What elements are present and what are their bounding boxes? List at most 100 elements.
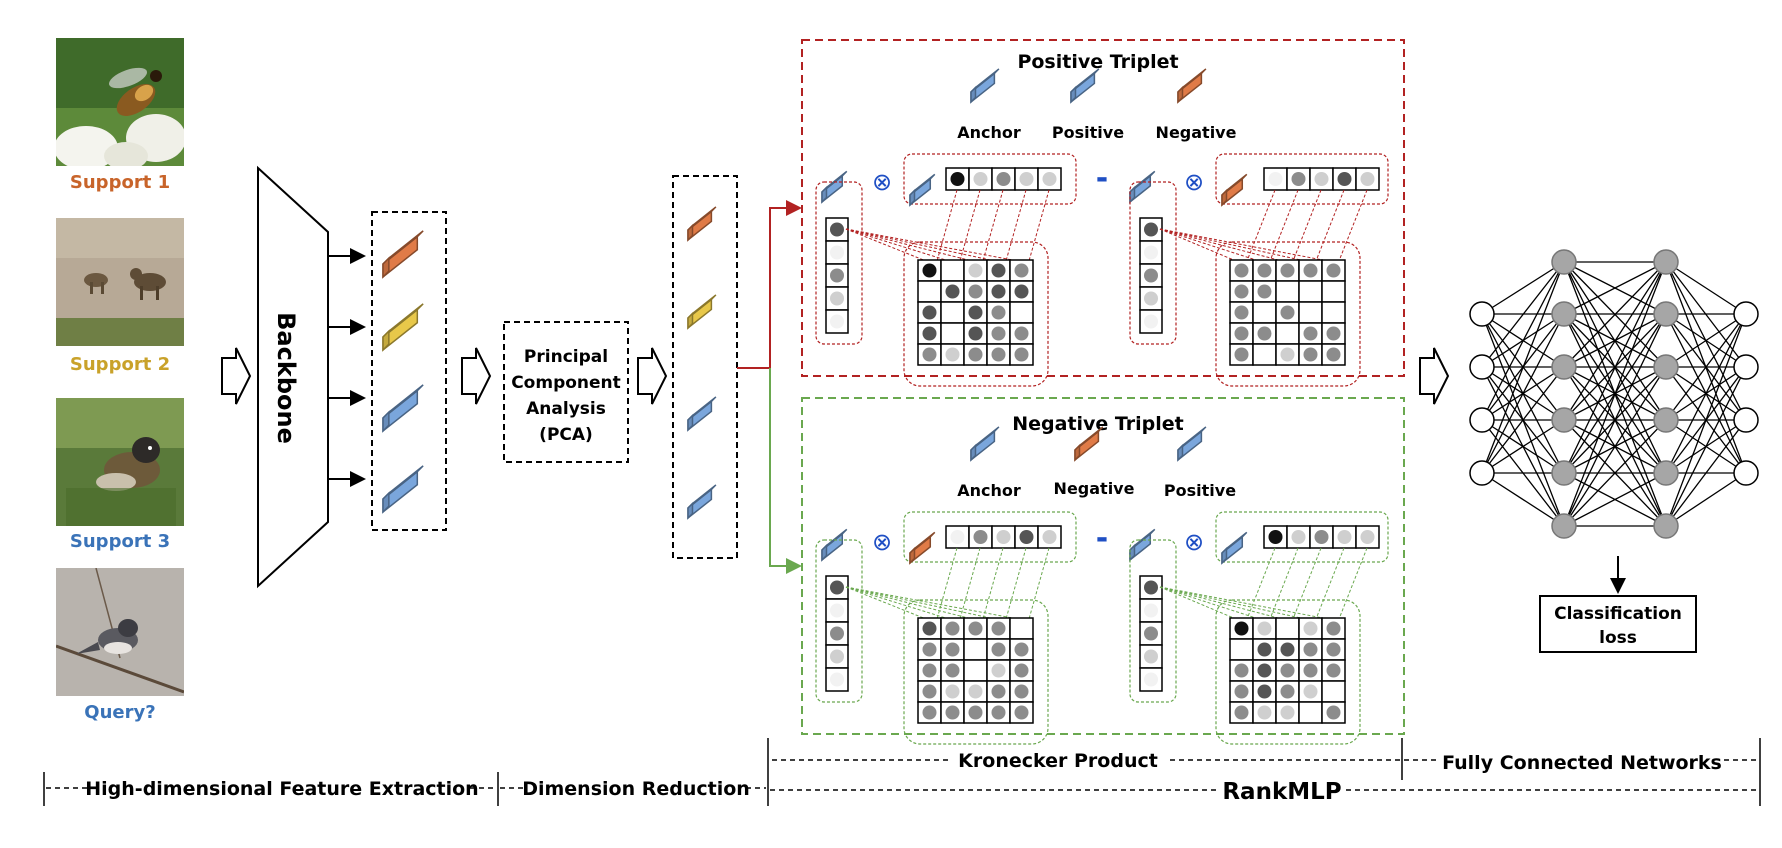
positive-legend-3: Negative (1156, 123, 1237, 142)
negative-legend-2: Negative (1054, 479, 1135, 498)
neuron-l2-0 (1653, 249, 1679, 275)
neuron-l2-3 (1653, 407, 1679, 433)
hd-feature-query (382, 465, 424, 514)
support-label-1: Support 1 (69, 172, 171, 193)
negative-triplet-content (815, 426, 1389, 745)
neg-content-column-vector-1 (815, 539, 863, 703)
pos-content-kronecker-matrix-2 (1215, 241, 1361, 387)
positive-triplet-content (815, 68, 1389, 387)
neuron-l0-2 (1469, 407, 1495, 433)
neg-content-column-vector-2 (1129, 539, 1177, 703)
neuron-l1-5 (1551, 513, 1577, 539)
negative-legend-3: Positive (1164, 481, 1236, 500)
neg-content-row-box-2 (1215, 511, 1389, 563)
stage-fcn-label: Fully Connected Networks (1442, 752, 1722, 774)
ld-feature-support-2 (687, 294, 717, 330)
support-label-3: Support 3 (69, 531, 171, 552)
negative-minus: - (1096, 521, 1108, 556)
negative-triplet-panel (801, 397, 1405, 735)
flow-arrow-4 (1419, 347, 1450, 405)
neg-content-row-vector-2 (1263, 525, 1380, 549)
stage-high-dim-label: High-dimensional Feature Extraction (85, 778, 478, 800)
neg-content-row-bar-1 (909, 531, 936, 565)
negative-triplet-title: Negative Triplet (1012, 413, 1184, 435)
neuron-l1-4 (1551, 460, 1577, 486)
flow-arrow-3 (637, 347, 668, 405)
pos-content-row-box-1 (903, 153, 1077, 205)
neuron-l3-3 (1733, 460, 1759, 486)
neg-content-legend-bar-2 (1074, 426, 1104, 462)
flow-arrow-1 (221, 347, 252, 405)
neuron-l3-1 (1733, 354, 1759, 380)
positive-legend-1: Anchor (957, 123, 1021, 142)
support-image-2 (56, 218, 184, 346)
positive-otimes-1: ⊗ (872, 168, 892, 196)
pos-content-kronecker-matrix-1 (903, 241, 1049, 387)
classification-line-1: Classification (1554, 604, 1682, 624)
neg-content-anchor-bar-1 (821, 528, 848, 562)
pos-content-anchor-bar-2 (1129, 170, 1156, 204)
pos-content-column-vector-2 (1129, 181, 1177, 345)
neuron-l3-0 (1733, 301, 1759, 327)
flow-arrow-2 (461, 347, 492, 405)
neuron-l2-1 (1653, 301, 1679, 327)
negative-legend-1: Anchor (957, 481, 1021, 500)
neuron-l0-3 (1469, 460, 1495, 486)
pca-box (503, 321, 629, 463)
pos-content-row-vector-1 (945, 167, 1062, 191)
hd-feature-support-3 (382, 384, 424, 433)
neg-content-row-vector-1 (945, 525, 1062, 549)
backbone-label: Backbone (272, 312, 300, 444)
pos-content-legend-bar-1 (970, 68, 1000, 104)
neuron-l3-2 (1733, 407, 1759, 433)
support-image-3 (56, 398, 184, 526)
stage-dim-reduction-label: Dimension Reduction (522, 778, 750, 800)
high-dim-features (382, 230, 424, 514)
neuron-l2-4 (1653, 460, 1679, 486)
ld-feature-support-3 (687, 396, 717, 432)
pos-content-row-box-2 (1215, 153, 1389, 205)
classification-loss-box (1539, 595, 1697, 653)
query-label: Query? (84, 702, 156, 723)
pos-content-anchor-bar-1 (821, 170, 848, 204)
neuron-l1-0 (1551, 249, 1577, 275)
stage-rankmlp-label: RankMLP (1222, 779, 1341, 805)
neg-content-anchor-bar-2 (1129, 528, 1156, 562)
high-dim-feature-box (371, 211, 447, 531)
neuron-l1-1 (1551, 301, 1577, 327)
ld-feature-query (687, 484, 717, 520)
positive-triplet-panel (801, 39, 1405, 377)
pca-line-1: Principal (524, 347, 608, 367)
neg-content-kronecker-matrix-1 (903, 599, 1049, 745)
neg-content-legend-bar-3 (1177, 426, 1207, 462)
negative-otimes-1: ⊗ (872, 528, 892, 556)
pos-content-row-bar-1 (909, 173, 936, 207)
support-label-2: Support 2 (69, 354, 171, 375)
low-dim-features (687, 206, 717, 520)
hd-feature-support-1 (382, 230, 424, 279)
neuron-l2-2 (1653, 354, 1679, 380)
backbone-block (257, 165, 329, 589)
negative-otimes-2: ⊗ (1184, 528, 1204, 556)
positive-minus: - (1096, 161, 1108, 196)
pca-line-3: Analysis (526, 399, 606, 419)
hd-feature-support-2 (382, 303, 424, 352)
stage-kronecker-label: Kronecker Product (958, 750, 1158, 772)
branch-arrow-negative (769, 368, 802, 574)
ld-feature-support-1 (687, 206, 717, 242)
neuron-l2-5 (1653, 513, 1679, 539)
pca-line-2: Component (511, 373, 621, 393)
positive-triplet-title: Positive Triplet (1017, 51, 1178, 73)
pos-content-row-bar-2 (1221, 173, 1248, 207)
classification-line-2: loss (1599, 628, 1637, 648)
neg-content-row-box-1 (903, 511, 1077, 563)
branch-arrow-positive (737, 200, 802, 369)
neuron-l0-1 (1469, 354, 1495, 380)
pos-content-legend-bar-2 (1070, 68, 1100, 104)
pca-line-4: (PCA) (539, 425, 593, 445)
query-image (56, 568, 184, 696)
positive-otimes-2: ⊗ (1184, 168, 1204, 196)
support-image-1 (56, 38, 184, 166)
positive-legend-2: Positive (1052, 123, 1124, 142)
